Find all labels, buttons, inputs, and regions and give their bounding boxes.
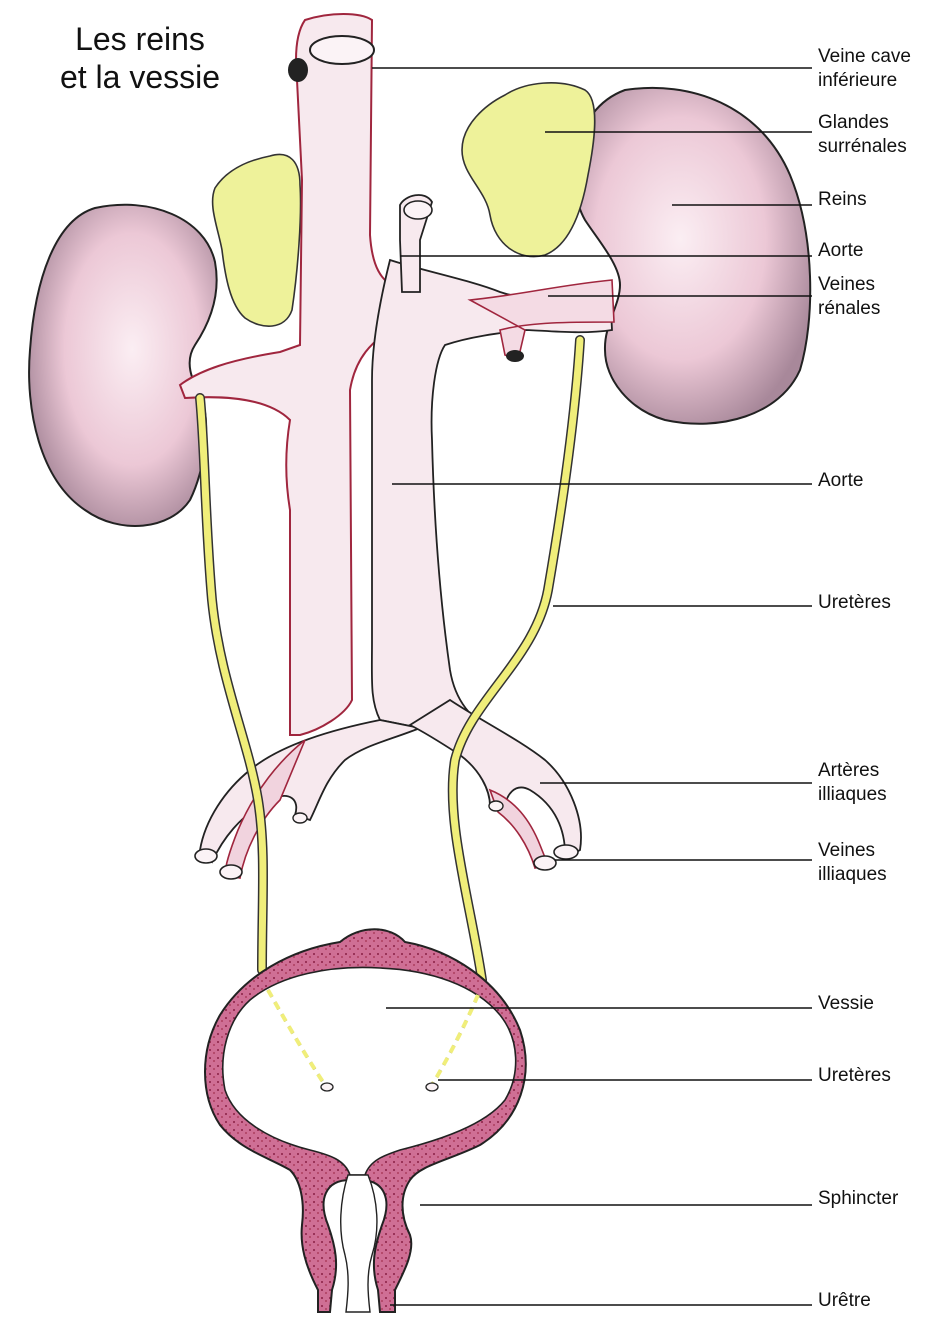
- label-arteres-illiaques: Artères illiaques: [818, 760, 887, 805]
- left-iliac-branch-1: [293, 813, 307, 823]
- vena-cava-branch-dark: [288, 58, 308, 82]
- aorta-cut-top: [404, 201, 432, 219]
- aorta: [372, 260, 612, 745]
- label-vessie: Vessie: [818, 993, 874, 1014]
- left-kidney: [29, 205, 217, 526]
- renal-vein-cut: [506, 350, 524, 362]
- right-iliac-cut-2: [534, 856, 556, 870]
- urethra-lumen: [341, 1175, 377, 1312]
- label-ureteres: Uretères: [818, 592, 891, 613]
- left-iliac-cut-2: [220, 865, 242, 879]
- label-veine-cave: Veine cave inférieure: [818, 46, 916, 91]
- label-ureteres-bladder: Uretères: [818, 1065, 891, 1086]
- right-iliac-branch-1: [489, 801, 503, 811]
- label-aorte-top: Aorte: [818, 240, 863, 261]
- label-veines-illiaques: Veines illiaques: [818, 840, 887, 885]
- right-ureteral-orifice: [426, 1083, 438, 1091]
- left-ureter: [200, 398, 263, 970]
- left-adrenal-gland: [213, 154, 301, 326]
- label-reins: Reins: [818, 189, 867, 210]
- label-uretre: Urêtre: [818, 1290, 871, 1311]
- label-glandes-surrenales: Glandes surrénales: [818, 112, 907, 157]
- left-iliac-vessels: [200, 720, 420, 862]
- right-ureter-fill: [453, 340, 580, 980]
- right-iliac-cut-1: [554, 845, 578, 859]
- right-iliac-vessels: [410, 700, 581, 858]
- left-ureteral-orifice: [321, 1083, 333, 1091]
- label-sphincter: Sphincter: [818, 1188, 899, 1209]
- vena-cava-cut-top: [310, 36, 374, 64]
- right-adrenal-gland: [462, 83, 595, 257]
- left-iliac-cut-1: [195, 849, 217, 863]
- label-veines-renales: Veines rénales: [818, 274, 880, 319]
- label-aorte: Aorte: [818, 470, 863, 491]
